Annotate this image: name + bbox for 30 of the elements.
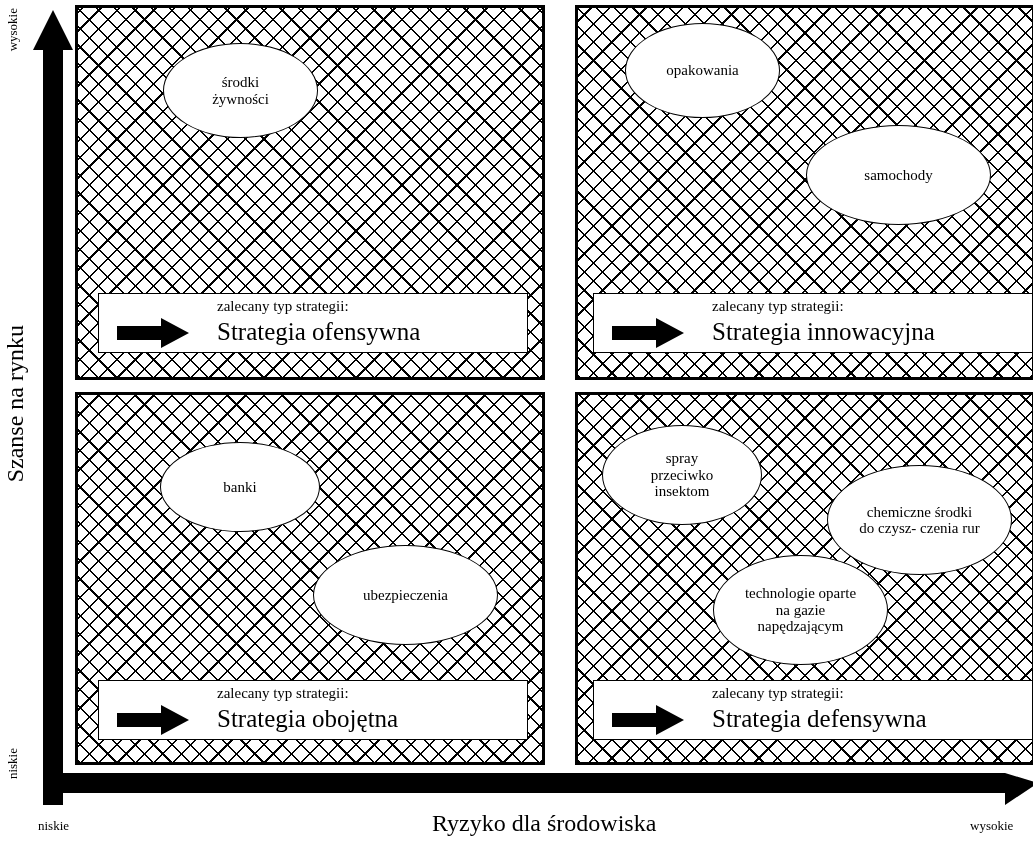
ellipse-bubble: środki żywności [163,43,318,138]
hatched-panel [575,5,1033,380]
axis-title: Szanse na rynku [2,325,29,483]
ellipse-bubble: spray przeciwko insektom [602,425,762,525]
strategy-name: Strategia ofensywna [217,318,421,346]
strategy-name: Strategia innowacyjna [712,318,935,346]
ellipse-bubble: technologie oparte na gazie napędzającym [713,555,888,665]
ellipse-bubble: banki [160,442,320,532]
strategy-caption: zalecany typ strategii: [712,685,844,702]
ellipse-bubble: opakowania [625,23,780,118]
hatched-panel [75,392,545,765]
strategy-name: Strategia obojętna [217,705,399,733]
strategy-caption: zalecany typ strategii: [217,685,349,702]
strategy-box [593,680,1033,740]
strategy-caption: zalecany typ strategii: [217,298,349,315]
strategy-caption: zalecany typ strategii: [712,298,844,315]
axis-end-label: wysokie [5,8,21,52]
axis-title: Ryzyko dla środowiska [432,810,657,837]
strategy-name: Strategia defensywna [712,705,927,733]
axis-end-label: niskie [5,748,21,780]
axis-end-label: wysokie [970,818,1014,834]
hatched-panel [575,392,1033,765]
strategy-box [98,680,528,740]
ellipse-bubble: ubezpieczenia [313,545,498,645]
strategy-box [98,293,528,353]
hatched-panel [75,5,545,380]
strategy-box [593,293,1033,353]
axis-end-label: niskie [38,818,70,834]
ellipse-bubble: chemiczne środki do czysz- czenia rur [827,465,1012,575]
ellipse-bubble: samochody [806,125,991,225]
